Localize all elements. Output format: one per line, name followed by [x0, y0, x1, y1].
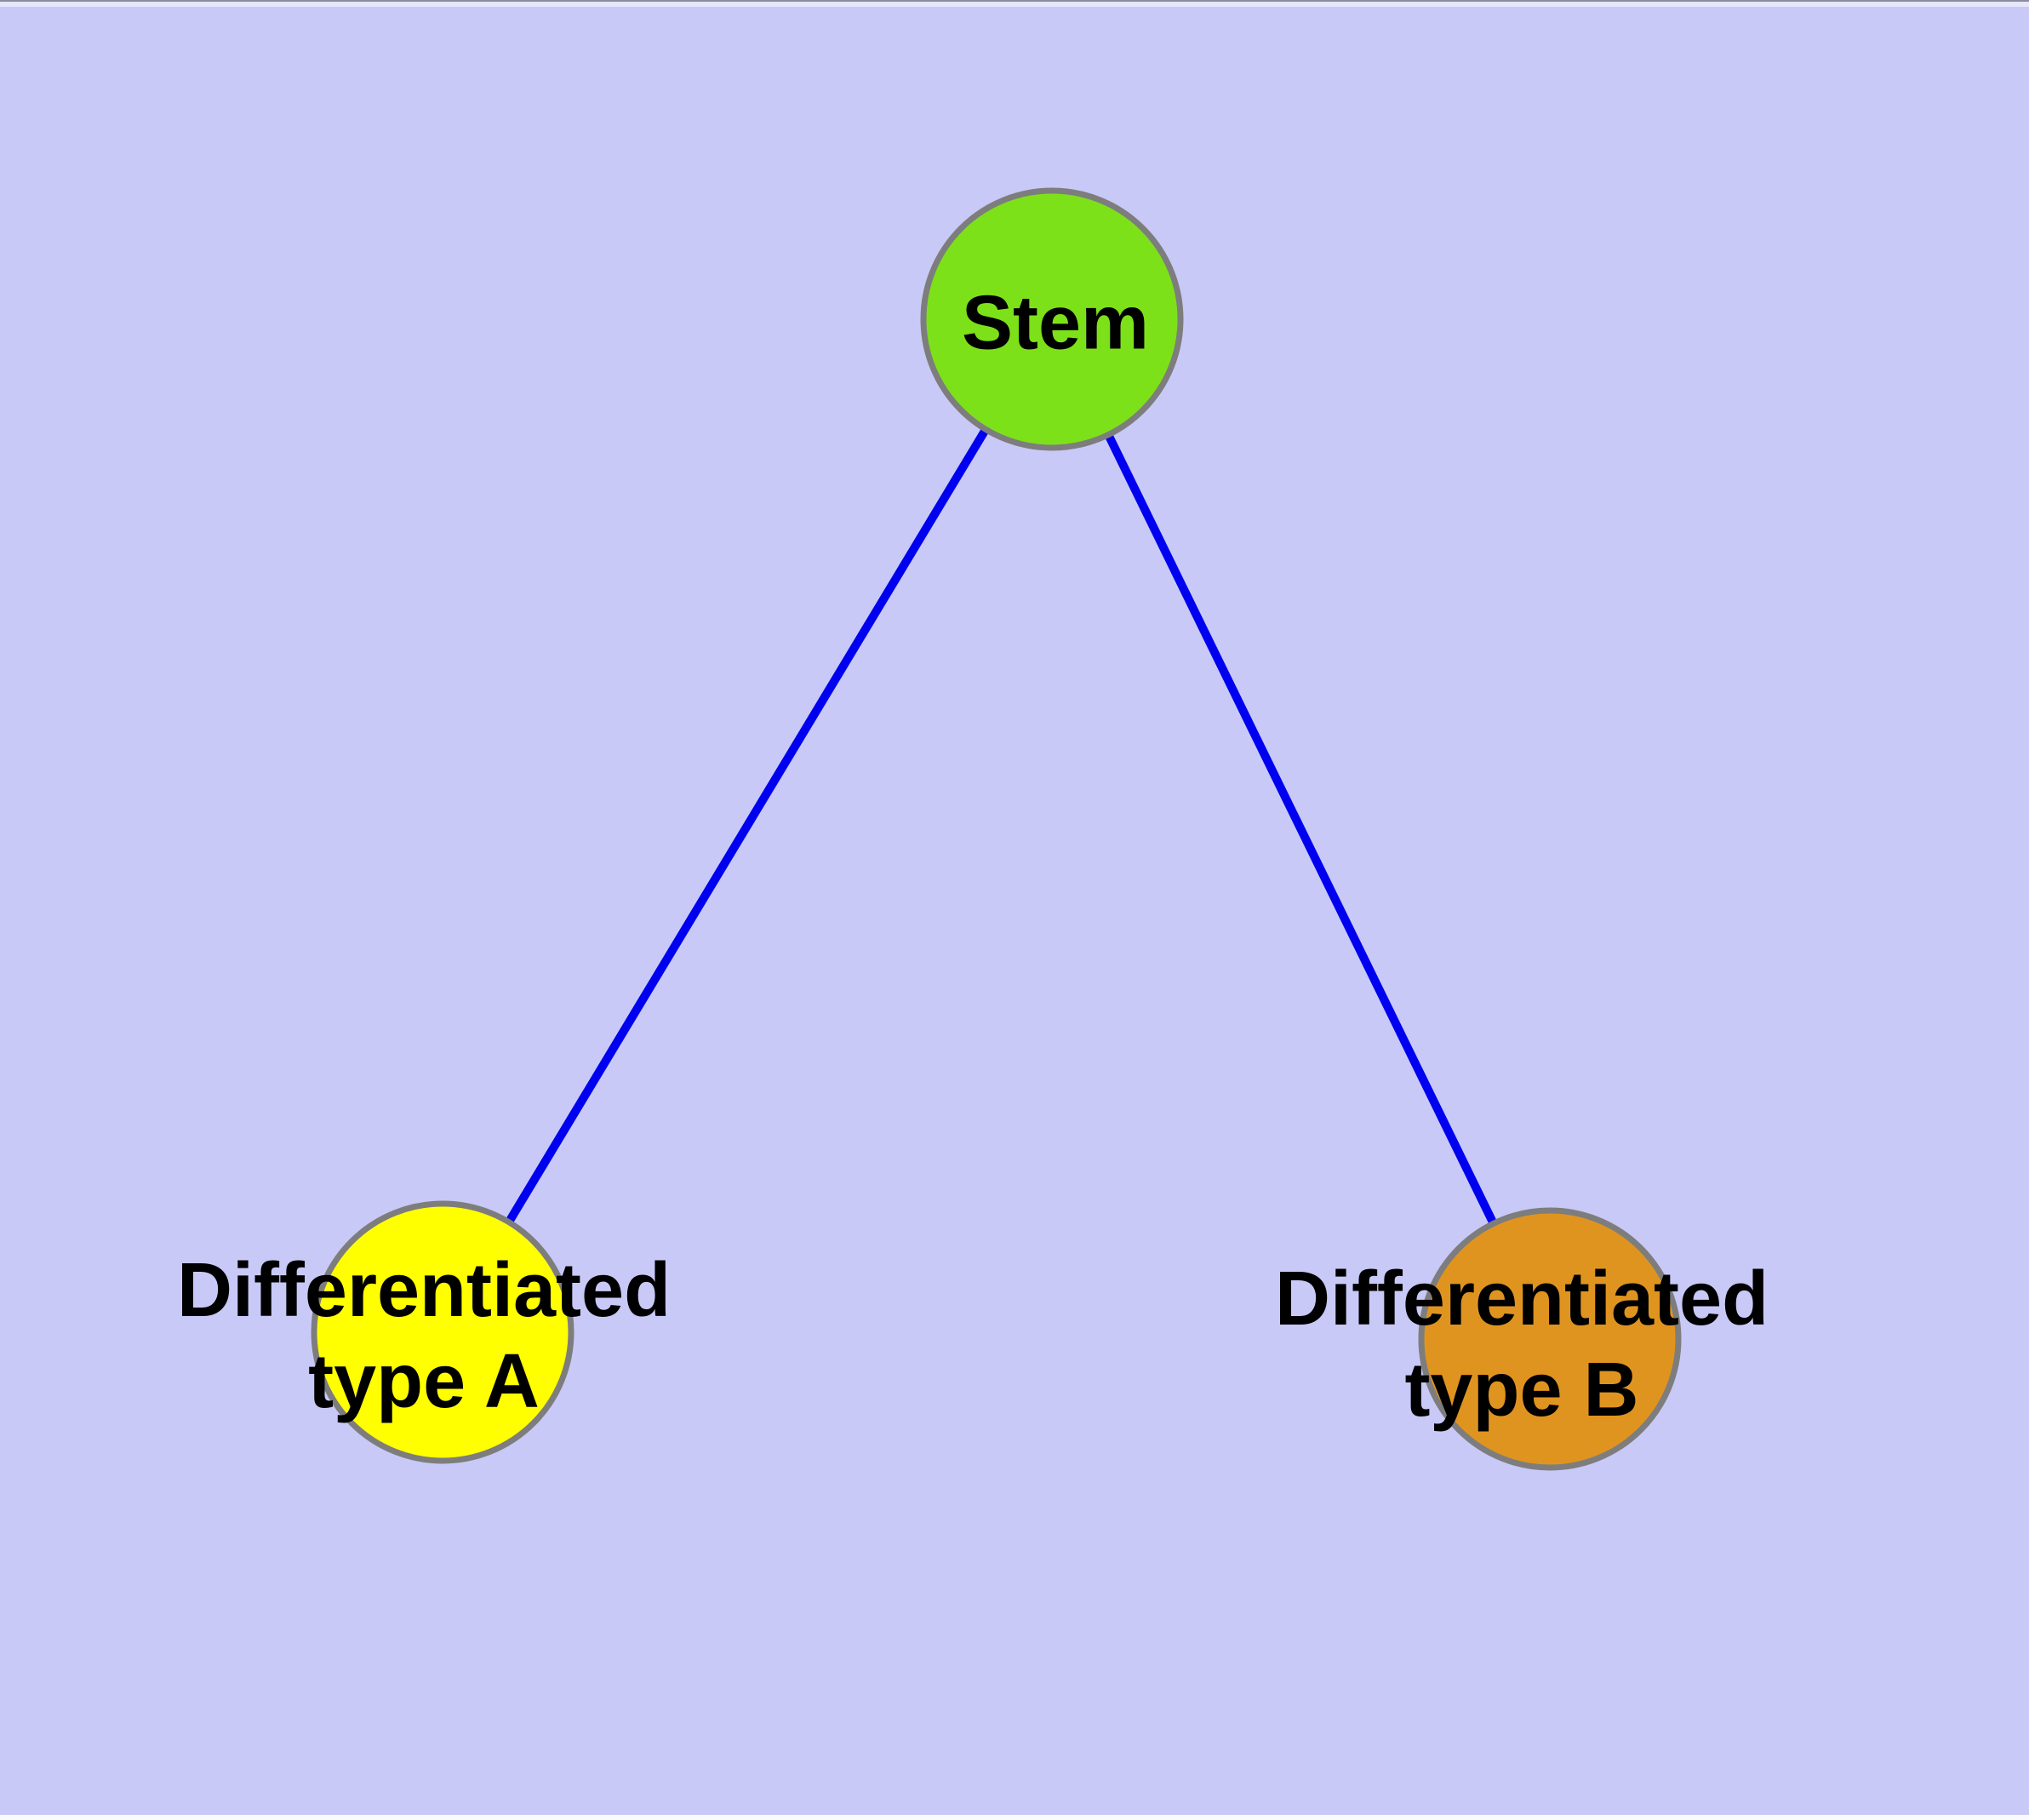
node-differentiated-type-a-label-line2: type A — [308, 1339, 540, 1424]
node-stem — [920, 187, 1184, 451]
node-differentiated-type-b-label-line2: type B — [1404, 1348, 1639, 1433]
node-differentiated-type-a-label: Differentiated type A — [177, 1245, 671, 1428]
node-differentiated-type-a-label-line1: Differentiated — [176, 1248, 672, 1333]
node-differentiated-type-a — [311, 1200, 574, 1464]
edge-stem-to-type-a — [438, 317, 1056, 1335]
node-differentiated-type-b-label: Differentiated type B — [1275, 1254, 1769, 1436]
node-stem-label: Stem — [962, 278, 1149, 369]
edge-stem-to-type-b — [1048, 317, 1554, 1342]
node-stem-label-text: Stem — [961, 280, 1150, 366]
node-differentiated-type-b-label-line1: Differentiated — [1274, 1256, 1769, 1342]
node-differentiated-type-b — [1418, 1207, 1682, 1471]
